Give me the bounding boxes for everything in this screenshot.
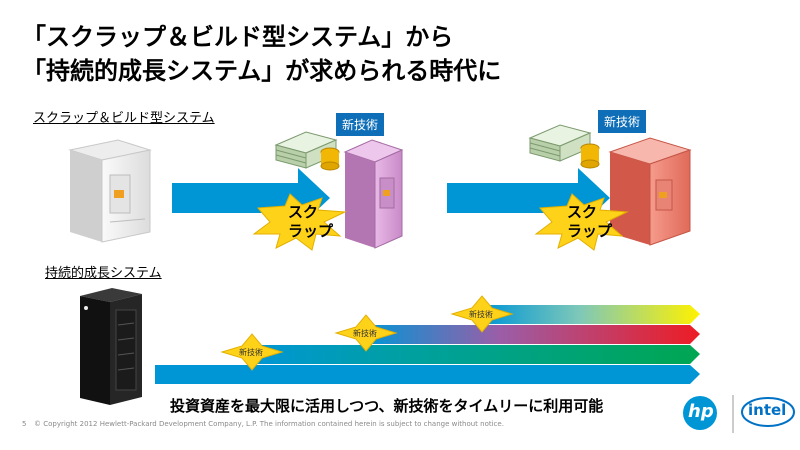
hp-logo-badge bbox=[683, 396, 717, 430]
intel-logo-ring bbox=[741, 397, 795, 427]
new-tech-burst-small-3 bbox=[450, 295, 514, 333]
scrap-label-2-line2: ラップ bbox=[567, 222, 613, 240]
scrap-label-2: スク ラップ bbox=[567, 203, 612, 241]
money-stack-icon-2 bbox=[528, 124, 600, 169]
scrap-burst-2 bbox=[534, 193, 629, 251]
new-server-purple-icon bbox=[343, 139, 404, 249]
new-server-red-icon bbox=[608, 137, 692, 246]
new-tech-burst-small-2 bbox=[334, 314, 398, 352]
slide-caption: 投資資産を最大限に活用しつつ、新技術をタイムリーに利用可能 bbox=[170, 397, 604, 415]
capability-band-green bbox=[252, 345, 700, 364]
capability-band-blue bbox=[155, 365, 700, 384]
capability-band-yellow bbox=[482, 305, 700, 324]
sustainable-rack-server-icon bbox=[80, 288, 142, 405]
legacy-server-icon bbox=[68, 139, 152, 243]
new-tech-burst-small-1 bbox=[220, 333, 284, 371]
page-number: 5 bbox=[22, 420, 27, 428]
title-line-1: 「スクラップ＆ビルド型システム」から bbox=[22, 23, 454, 51]
new-tech-burst-label-3: 新技術 bbox=[469, 310, 493, 319]
section-label-scrap-build: スクラップ＆ビルド型システム bbox=[33, 111, 215, 126]
new-tech-burst-label-1: 新技術 bbox=[239, 348, 263, 357]
title-line-2: 「持続的成長システム」が求められる時代に bbox=[22, 57, 502, 85]
new-tech-tag-2: 新技術 bbox=[598, 110, 647, 133]
scrap-label-2-line1: スク bbox=[567, 203, 598, 221]
scrap-label-1-line2: ラップ bbox=[288, 222, 334, 240]
copyright-notice: © Copyright 2012 Hewlett-Packard Develop… bbox=[34, 420, 504, 428]
new-tech-tag-1: 新技術 bbox=[336, 113, 385, 136]
section-label-sustainable: 持続的成長システム bbox=[45, 266, 162, 281]
money-stack-icon-1 bbox=[274, 131, 340, 171]
scrap-label-1: スク ラップ bbox=[288, 203, 333, 241]
scrap-label-1-line1: スク bbox=[288, 203, 319, 221]
scrap-burst-1 bbox=[252, 193, 347, 251]
intel-logo: intel bbox=[748, 401, 787, 419]
slide-title: 「スクラップ＆ビルド型システム」から 「持続的成長システム」が求められる時代に bbox=[22, 20, 501, 88]
new-tech-burst-label-2: 新技術 bbox=[353, 329, 377, 338]
hp-logo: hp bbox=[688, 401, 714, 422]
capability-band-red bbox=[365, 325, 700, 344]
